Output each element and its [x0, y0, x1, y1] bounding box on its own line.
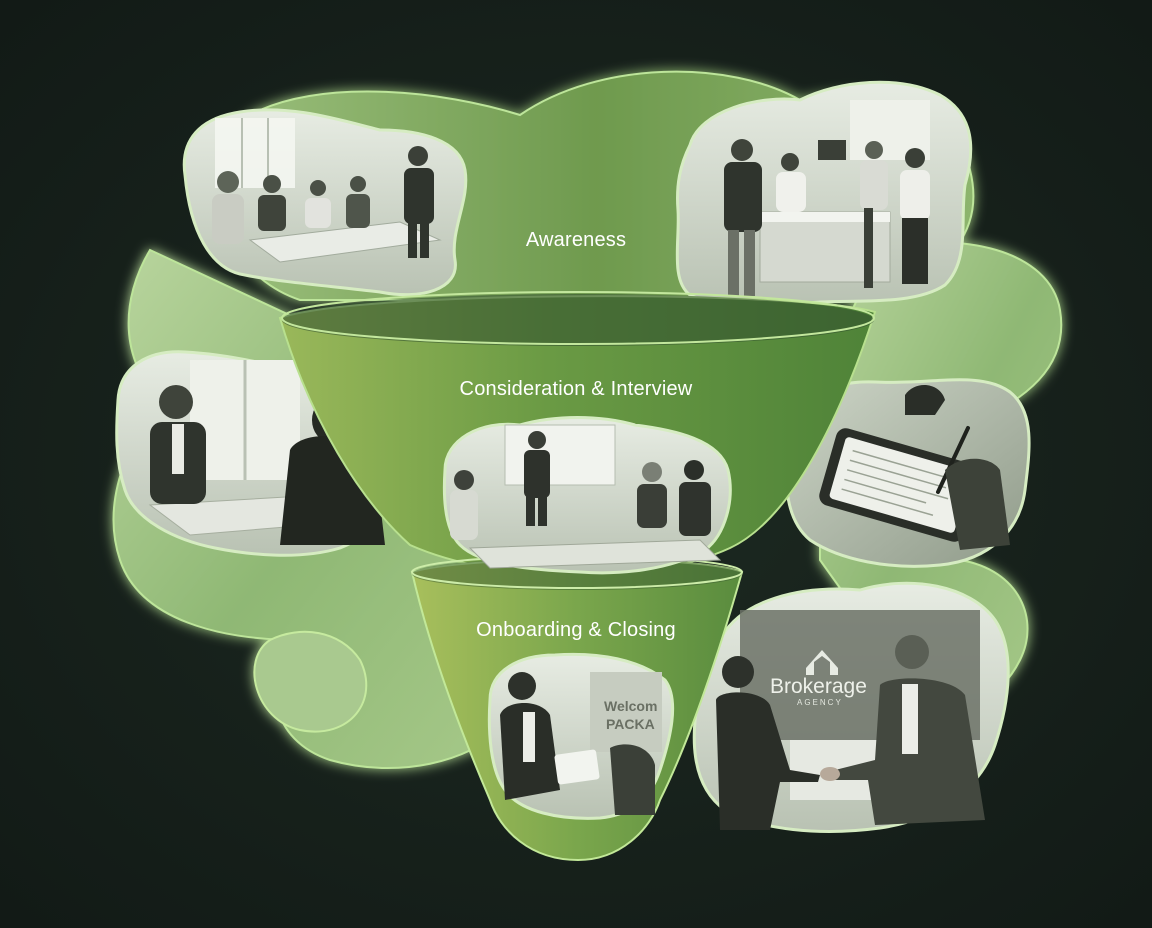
photo-brokerage-handshake: [692, 581, 1010, 833]
photo-welcome-package: Welcom PACKA: [487, 652, 675, 820]
welcome-sign-line1: Welcom: [604, 698, 657, 714]
photo-awareness-office: [675, 80, 973, 307]
photo-tablet-signing: [784, 378, 1031, 568]
photo-consideration-meeting: [442, 416, 732, 575]
photo-awareness-meeting: [182, 108, 468, 297]
house-logo-icon: [806, 650, 838, 675]
stage-label-awareness: Awareness: [526, 229, 626, 251]
brand-tagline: AGENCY: [797, 698, 843, 707]
brand-name: Brokerage: [770, 675, 867, 698]
stage-label-onboarding: Onboarding & Closing: [476, 619, 676, 641]
stage-label-consideration: Consideration & Interview: [460, 378, 693, 400]
welcome-sign-line2: PACKA: [606, 716, 655, 732]
